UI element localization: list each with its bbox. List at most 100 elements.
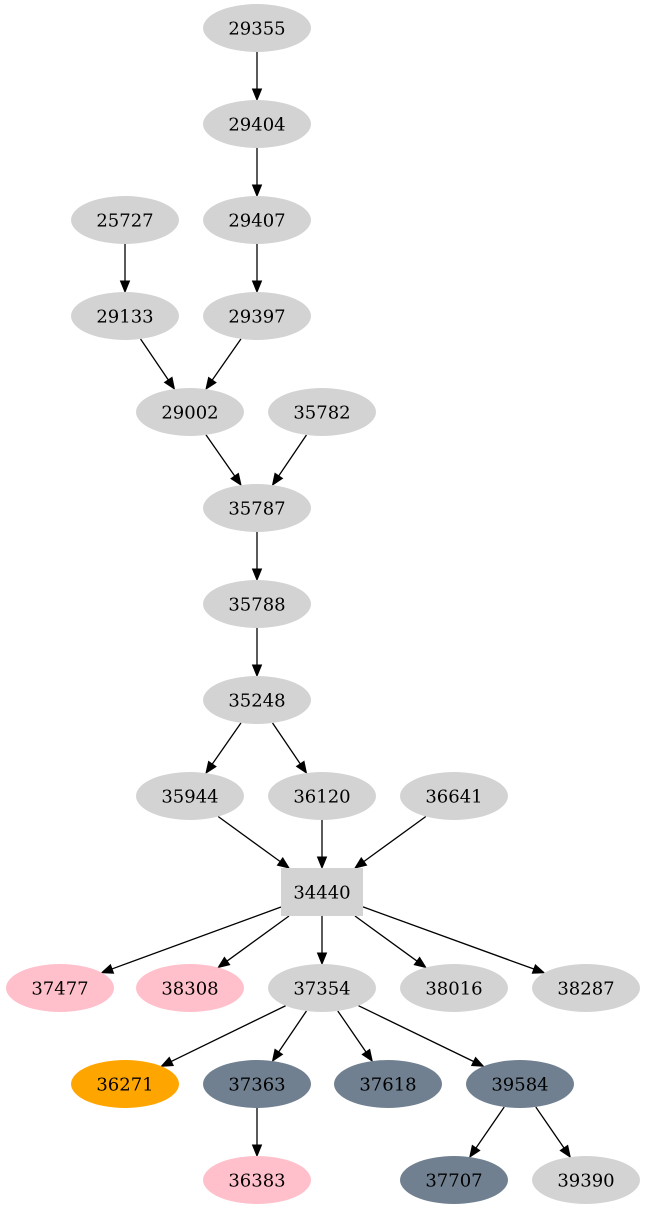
node-39584[interactable]: 39584: [466, 1060, 574, 1108]
edge-34440-38016: [354, 915, 427, 969]
node-37477[interactable]: 37477: [6, 964, 114, 1012]
arrowhead-icon: [316, 952, 328, 966]
node-label: 39390: [557, 1171, 614, 1192]
arrowhead-icon: [119, 280, 131, 294]
node-35787[interactable]: 35787: [203, 484, 311, 532]
node-label: 29407: [228, 211, 285, 232]
node-35944[interactable]: 35944: [136, 772, 244, 820]
node-37618[interactable]: 37618: [334, 1060, 442, 1108]
edge-35248-36120: [272, 722, 308, 775]
arrowhead-icon: [361, 1048, 373, 1063]
node-ellipse-shape: [203, 484, 311, 532]
node-29407[interactable]: 29407: [203, 196, 311, 244]
node-ellipse-shape: [136, 388, 244, 436]
arrowhead-icon: [276, 856, 291, 869]
node-label: 39584: [491, 1075, 548, 1096]
node-36271[interactable]: 36271: [71, 1060, 179, 1108]
arrowhead-icon: [163, 376, 176, 391]
arrowhead-icon: [413, 956, 427, 969]
node-ellipse-shape: [532, 964, 640, 1012]
edge-line: [211, 338, 242, 381]
edge-line: [140, 338, 169, 381]
node-label: 37707: [425, 1171, 482, 1192]
node-25727[interactable]: 25727: [71, 196, 179, 244]
edge-line: [170, 1005, 286, 1063]
node-29133[interactable]: 29133: [71, 292, 179, 340]
node-ellipse-shape: [203, 4, 311, 52]
arrowhead-icon: [271, 472, 284, 487]
node-label: 37477: [31, 979, 88, 1000]
node-label: 35782: [293, 403, 350, 424]
edge-36641-34440: [353, 815, 427, 869]
arrowhead-icon: [531, 963, 546, 974]
node-ellipse-shape: [400, 964, 508, 1012]
edge-29407-29397: [251, 244, 263, 294]
edges-layer: [100, 52, 571, 1159]
node-ellipse-shape: [203, 100, 311, 148]
node-38016[interactable]: 38016: [400, 964, 508, 1012]
node-36120[interactable]: 36120: [268, 772, 376, 820]
node-label: 29404: [228, 115, 285, 136]
node-37354[interactable]: 37354: [268, 964, 376, 1012]
node-label: 29397: [228, 307, 285, 328]
node-ellipse-shape: [400, 772, 508, 820]
node-box-shape: [281, 868, 363, 916]
node-38308[interactable]: 38308: [136, 964, 244, 1012]
node-ellipse-shape: [203, 1060, 311, 1108]
edge-line: [475, 1106, 505, 1149]
node-ellipse-shape: [203, 580, 311, 628]
edge-line: [362, 906, 535, 970]
node-29355[interactable]: 29355: [203, 4, 311, 52]
edge-35248-35944: [205, 722, 242, 775]
node-35782[interactable]: 35782: [268, 388, 376, 436]
node-label: 29355: [228, 19, 285, 40]
edge-39584-39390: [535, 1106, 571, 1159]
node-34440[interactable]: 34440: [281, 868, 363, 916]
node-ellipse-shape: [532, 1156, 640, 1204]
edge-line: [337, 1010, 367, 1053]
edge-line: [354, 915, 418, 962]
edge-line: [278, 434, 307, 477]
edge-line: [205, 434, 236, 477]
node-37363[interactable]: 37363: [203, 1060, 311, 1108]
edge-37354-37363: [271, 1010, 307, 1063]
node-ellipse-shape: [71, 196, 179, 244]
node-label: 36271: [96, 1075, 153, 1096]
node-36641[interactable]: 36641: [400, 772, 508, 820]
node-label: 35944: [161, 787, 218, 808]
edge-39584-37707: [469, 1106, 505, 1159]
node-label: 36641: [425, 787, 482, 808]
node-37707[interactable]: 37707: [400, 1156, 508, 1204]
edge-line: [111, 906, 282, 970]
edge-35788-35248: [251, 628, 263, 678]
arrowhead-icon: [205, 760, 217, 775]
node-ellipse-shape: [71, 1060, 179, 1108]
arrowhead-icon: [469, 1144, 481, 1159]
edge-line: [363, 815, 427, 863]
node-39390[interactable]: 39390: [532, 1156, 640, 1204]
arrowhead-icon: [271, 1048, 284, 1063]
node-label: 38308: [161, 979, 218, 1000]
edge-37363-36383: [251, 1108, 263, 1158]
arrowhead-icon: [160, 1056, 175, 1067]
node-35788[interactable]: 35788: [203, 580, 311, 628]
node-38287[interactable]: 38287: [532, 964, 640, 1012]
node-36383[interactable]: 36383: [203, 1156, 311, 1204]
edge-line: [278, 1010, 307, 1053]
edge-29002-35787: [205, 434, 242, 487]
node-29397[interactable]: 29397: [203, 292, 311, 340]
edge-25727-29133: [119, 244, 131, 294]
edge-37354-37618: [337, 1010, 373, 1063]
edge-line: [272, 722, 301, 765]
node-35248[interactable]: 35248: [203, 676, 311, 724]
node-label: 36120: [293, 787, 350, 808]
node-label: 38287: [557, 979, 614, 1000]
node-label: 34440: [293, 883, 350, 904]
node-29002[interactable]: 29002: [136, 388, 244, 436]
node-ellipse-shape: [203, 196, 311, 244]
edge-35787-35788: [251, 532, 263, 582]
node-29404[interactable]: 29404: [203, 100, 311, 148]
node-label: 35788: [228, 595, 285, 616]
node-label: 37363: [228, 1075, 285, 1096]
